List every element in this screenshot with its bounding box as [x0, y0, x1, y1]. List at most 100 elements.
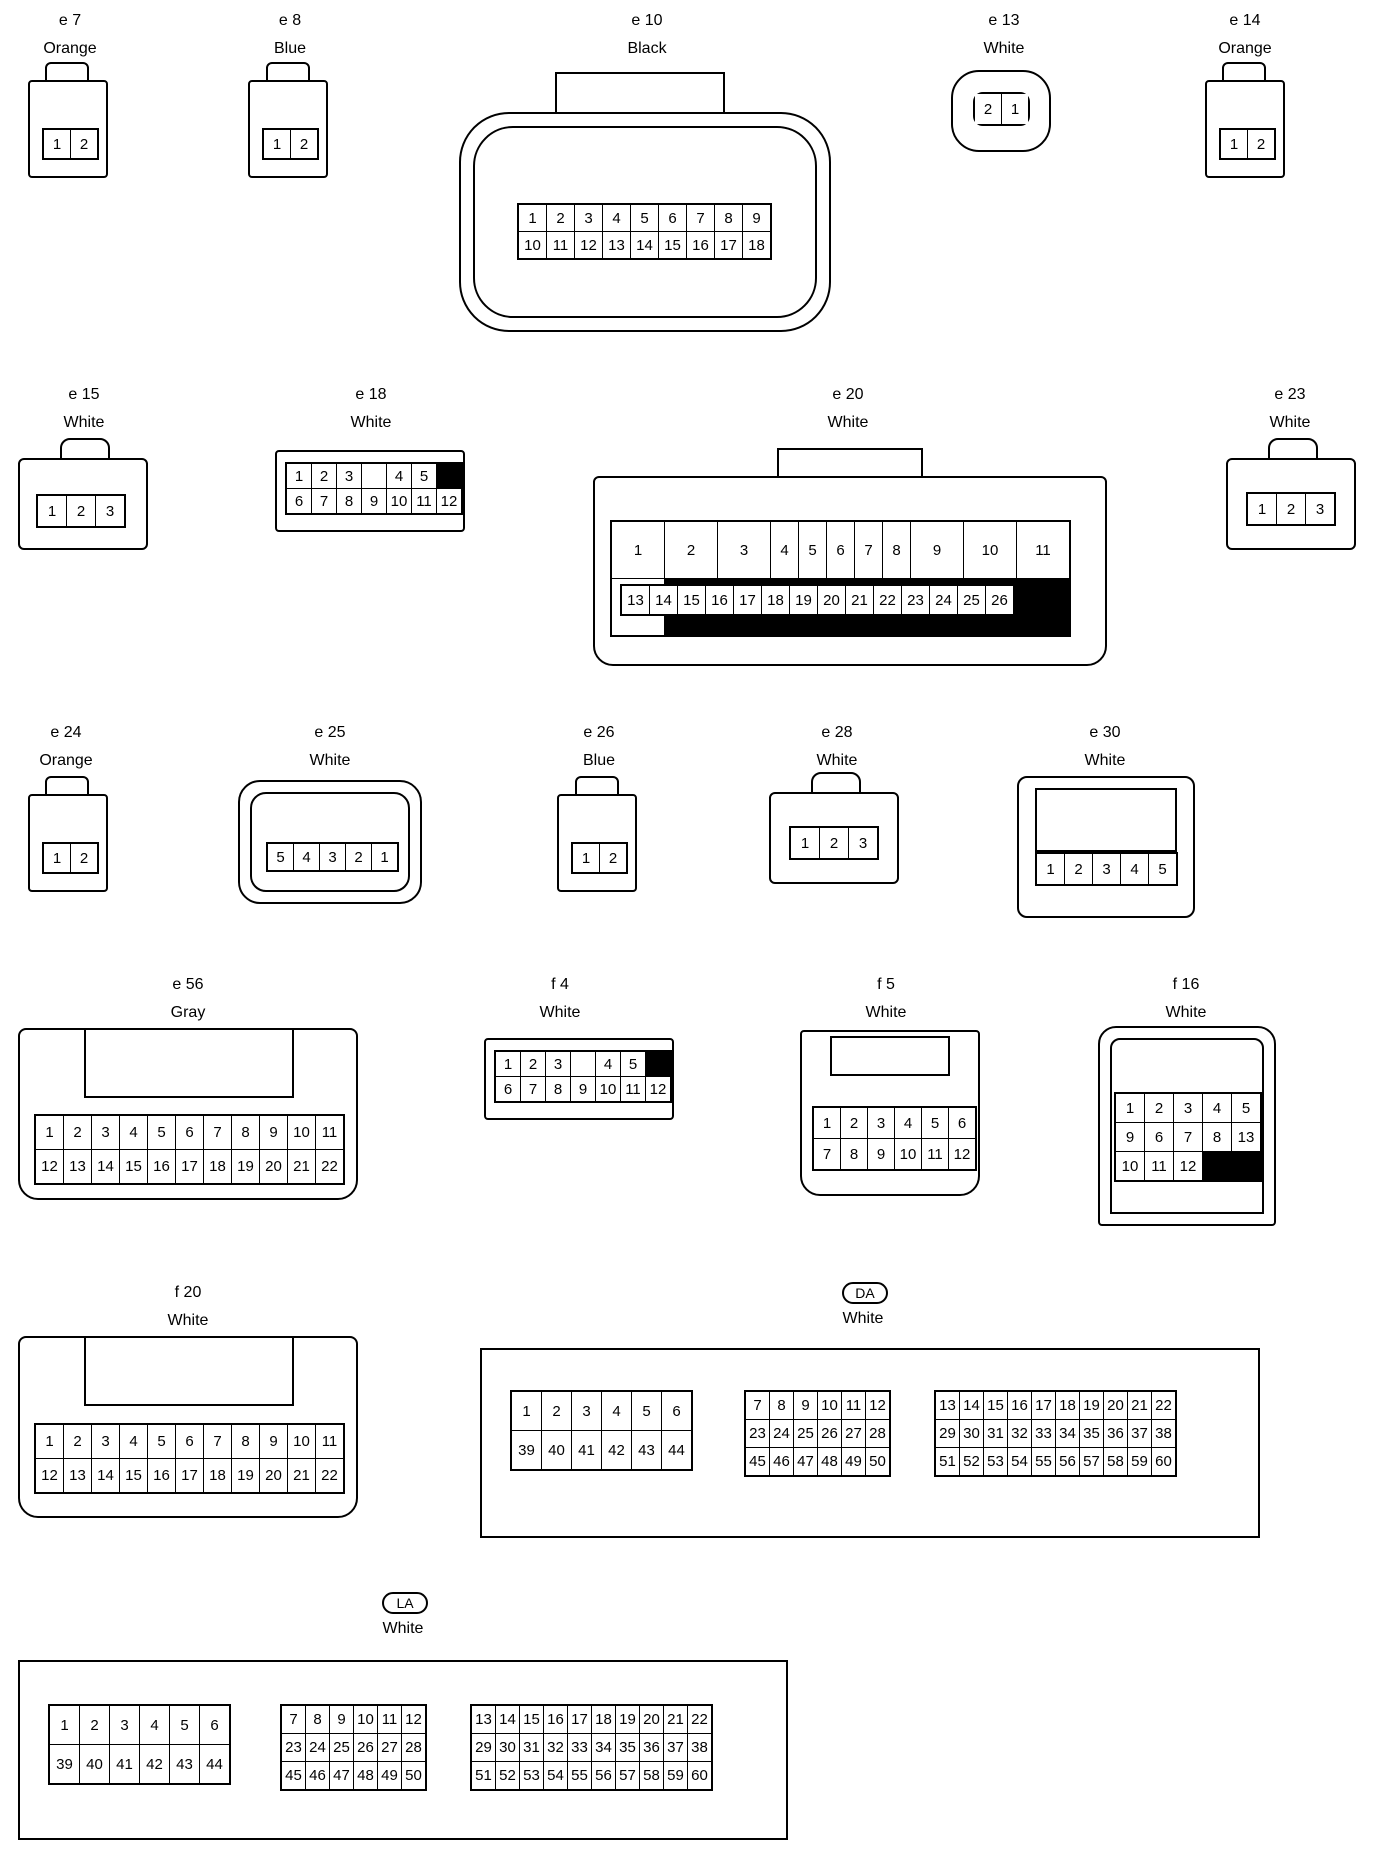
pin: 6 [827, 522, 854, 578]
connector-code: e 10 [631, 12, 663, 29]
connector-code-badge: LA [382, 1592, 428, 1614]
connector-latch [266, 62, 310, 82]
pin: 4 [387, 464, 411, 488]
pin: 51 [472, 1762, 495, 1789]
pin: 10 [964, 522, 1016, 578]
pin-empty [1203, 1152, 1231, 1180]
pin: 7 [814, 1139, 840, 1169]
pin: 7 [282, 1706, 305, 1733]
connector-code: e 14 [1229, 12, 1261, 29]
pin: 46 [306, 1762, 329, 1789]
pin: 12 [646, 1077, 670, 1101]
pin: 11 [1145, 1152, 1173, 1180]
pin: 3 [92, 1116, 119, 1149]
pin: 29 [472, 1734, 495, 1761]
pin: 16 [1008, 1392, 1031, 1419]
pin: 7 [855, 522, 882, 578]
pin: 22 [1152, 1392, 1175, 1419]
connector-color: Orange [43, 40, 97, 57]
pin: 1 [1037, 854, 1064, 884]
pin: 35 [616, 1734, 639, 1761]
pin: 2 [1248, 130, 1274, 158]
connector-code: e 28 [821, 724, 853, 741]
pin: 2 [1277, 494, 1305, 524]
pin: 40 [542, 1431, 571, 1469]
pin: 19 [616, 1706, 639, 1733]
pin: 3 [546, 1052, 570, 1076]
pin: 3 [1093, 854, 1120, 884]
pin: 2 [64, 1425, 91, 1458]
pin: 13 [1232, 1123, 1260, 1151]
pin: 45 [282, 1762, 305, 1789]
pin: 37 [1128, 1420, 1151, 1447]
pin: 39 [512, 1431, 541, 1469]
connector-inner-wall [473, 126, 817, 318]
pin: 15 [678, 586, 705, 614]
pin: 2 [975, 94, 1001, 124]
pin: 10 [1116, 1152, 1144, 1180]
pin: 48 [354, 1762, 377, 1789]
connector-inner-wall [250, 792, 410, 892]
pin: 28 [402, 1734, 425, 1761]
pin: 8 [1203, 1123, 1231, 1151]
pin: 33 [568, 1734, 591, 1761]
pin: 2 [665, 522, 717, 578]
pin: 9 [330, 1706, 353, 1733]
pin: 18 [592, 1706, 615, 1733]
pin: 1 [814, 1108, 840, 1138]
pin: 13 [64, 1459, 91, 1492]
pin: 11 [412, 489, 436, 513]
pin: 2 [71, 844, 97, 872]
pin: 13 [622, 586, 649, 614]
pin: 51 [936, 1448, 959, 1475]
pin: 4 [1121, 854, 1148, 884]
pin: 12 [1174, 1152, 1202, 1180]
pin: 11 [621, 1077, 645, 1101]
pin: 49 [842, 1448, 865, 1475]
pin: 40 [80, 1745, 109, 1783]
pin: 2 [820, 828, 848, 858]
pin: 3 [320, 844, 345, 870]
pin: 50 [866, 1448, 889, 1475]
pin: 32 [1008, 1420, 1031, 1447]
pin: 25 [330, 1734, 353, 1761]
pin: 17 [734, 586, 761, 614]
pin: 31 [520, 1734, 543, 1761]
pin: 1 [519, 205, 546, 231]
pin: 13 [472, 1706, 495, 1733]
pin: 43 [632, 1431, 661, 1469]
pin: 35 [1080, 1420, 1103, 1447]
pin: 4 [140, 1706, 169, 1744]
pin: 7 [312, 489, 336, 513]
pin: 9 [911, 522, 963, 578]
pin: 49 [378, 1762, 401, 1789]
connector-color: White [816, 752, 858, 769]
pin: 6 [200, 1706, 229, 1744]
pin: 26 [818, 1420, 841, 1447]
connector-color: White [842, 1310, 884, 1327]
connector-latch [45, 776, 89, 796]
pin: 47 [330, 1762, 353, 1789]
pin: 14 [650, 586, 677, 614]
pin: 8 [841, 1139, 867, 1169]
pin: 6 [496, 1077, 520, 1101]
pin: 56 [592, 1762, 615, 1789]
pin: 22 [316, 1150, 343, 1183]
pin: 30 [496, 1734, 519, 1761]
